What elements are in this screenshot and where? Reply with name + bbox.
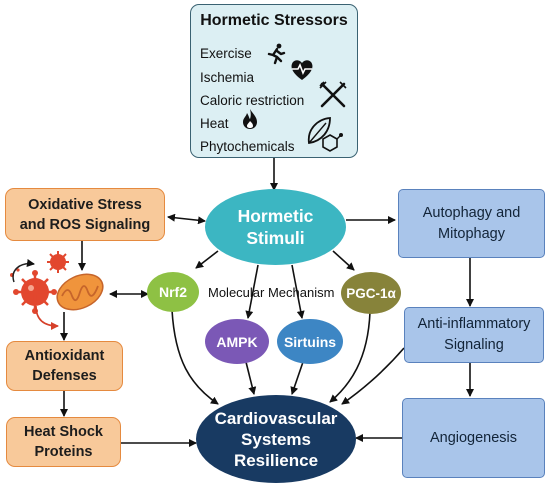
arrow-sirtuins-to-outcome [290,361,304,395]
arrow-nrf2-to-outcome [171,309,219,405]
ampk-label: AMPK [216,333,258,350]
stressor-ischemia: Ischemia [200,70,255,85]
arrow-pgc1a-to-outcome [329,311,371,403]
heat-shock-line-2: Proteins [34,444,93,460]
angiogenesis-box: Angiogenesis [402,398,545,478]
flame-icon [243,109,257,129]
virus-icon-small [47,251,69,273]
arrow-stimuli-to-ampk [245,264,259,319]
fork-knife-icon [319,81,347,108]
hormetic-stressors-box: Hormetic Stressors Exercise Ischemia Cal… [190,4,358,158]
ros-illustration [10,251,104,330]
arrow-stimuli-to-sirtuins [291,264,305,319]
antioxidant-line-2: Defenses [32,368,97,384]
antioxidant-line-1: Antioxidant [24,348,105,364]
molecular-mechanism-label: Molecular Mechanism [208,285,335,300]
hormetic-stimuli-line-1: Hormetic [237,206,314,226]
nrf2-label: Nrf2 [158,284,187,300]
autophagy-box: Autophagy and Mitophagy [398,189,545,258]
arrow-oxidative-stimuli [167,213,206,225]
heart-pulse-icon [291,60,313,80]
hormetic-stimuli-oval: Hormetic Stimuli [205,189,346,265]
oxidative-stress-line-1: Oxidative Stress [28,196,142,213]
red-arrow-curve-2 [35,305,59,330]
arrow-stimuli-to-pgc1a [332,250,355,271]
virus-icon-large [13,270,57,314]
mitochondria-icon [56,273,104,311]
stressor-phytochemicals: Phytochemicals [200,139,295,154]
leaf-molecule-icon [307,117,343,152]
outcome-oval [196,395,356,483]
ampk-oval: AMPK [205,319,269,364]
arrow-stimuli-to-nrf2 [195,250,219,269]
outcome-line-1: Cardiovascular [214,408,338,428]
angiogenesis-label: Angiogenesis [429,429,518,446]
outcome-line-3: Resilience [233,450,319,470]
arrow-anti-inflammatory-to-outcome [341,347,405,405]
anti-inflammatory-line-2: Signaling [444,337,504,353]
stressor-exercise: Exercise [200,46,252,61]
autophagy-line-1: Autophagy and [422,204,521,221]
stressors-title: Hormetic Stressors [200,12,348,29]
oxidative-stress-box: Oxidative Stress and ROS Signaling [5,188,165,241]
antioxidant-defenses-box: Antioxidant Defenses [6,341,123,391]
sirtuins-label: Sirtuins [283,333,337,350]
hormetic-stimuli-line-2: Stimuli [246,228,305,248]
outcome-label: Cardiovascular Systems Resilience [196,395,356,483]
stressor-heat: Heat [200,116,229,131]
anti-inflammatory-line-1: Anti-inflammatory [417,316,531,332]
nrf2-oval: Nrf2 [147,272,199,312]
autophagy-line-2: Mitophagy [438,225,505,242]
outcome-line-2: Systems [241,429,311,449]
arrow-ampk-to-outcome [245,361,257,395]
anti-inflammatory-box: Anti-inflammatory Signaling [404,307,544,363]
sirtuins-oval: Sirtuins [277,319,343,364]
heat-shock-line-1: Heat Shock [24,424,103,440]
running-icon [267,43,286,65]
stressor-caloric-restriction: Caloric restriction [200,93,305,108]
pgc1a-oval: PGC-1α [341,272,401,314]
oxidative-stress-line-2: and ROS Signaling [19,216,151,233]
red-arrow-curve-1 [12,259,35,283]
pgc1a-label: PGC-1α [346,285,396,301]
heat-shock-proteins-box: Heat Shock Proteins [6,417,121,467]
